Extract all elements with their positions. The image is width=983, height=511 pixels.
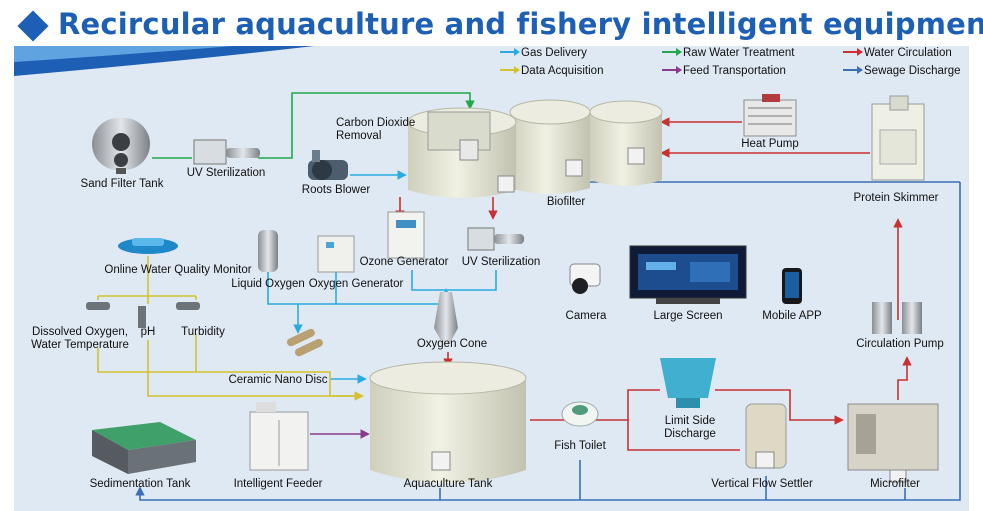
- aquaculture-tank-image: [369, 361, 527, 483]
- large-screen-image: [629, 245, 747, 304]
- label-uv-sterilization-1: UV Sterilization: [186, 167, 266, 179]
- label-sand-filter-tank: Sand Filter Tank: [80, 178, 164, 190]
- label-oxygen-generator: Oxygen Generator: [308, 278, 404, 290]
- sand-filter-tank-image: [92, 118, 150, 174]
- heat-pump-image: [743, 94, 797, 137]
- uv-sterilizer-2-image: [467, 227, 524, 251]
- legend-arrow-icon: [843, 66, 863, 74]
- roots-blower-image: [308, 150, 348, 180]
- label-fish-toilet: Fish Toilet: [554, 440, 606, 452]
- label-carbon-dioxide-removal: Carbon Dioxide Removal: [336, 117, 416, 142]
- label-roots-blower: Roots Blower: [301, 184, 371, 196]
- ceramic-nano-disc-image: [286, 328, 323, 357]
- legend-item-water-circulation: Water Circulation: [843, 47, 952, 60]
- legend-arrow-icon: [843, 48, 863, 56]
- legend-item-gas-delivery: Gas Delivery: [500, 47, 587, 60]
- label-biofilter: Biofilter: [546, 196, 586, 208]
- data-acquisition-lines: [97, 256, 364, 401]
- label-vertical-flow-settler: Vertical Flow Settler: [711, 478, 813, 490]
- fish-toilet-image: [561, 401, 599, 427]
- intelligent-feeder-image: [249, 402, 309, 471]
- label-liquid-oxygen: Liquid Oxygen: [231, 278, 305, 290]
- label-turbidity: Turbidity: [181, 326, 225, 338]
- legend-item-raw-water: Raw Water Treatment: [662, 47, 794, 60]
- label-limit-side-discharge: Limit Side Discharge: [664, 415, 716, 440]
- mobile-app-image: [782, 268, 802, 304]
- label-oxygen-cone: Oxygen Cone: [416, 338, 488, 350]
- legend-arrow-icon: [500, 66, 520, 74]
- microfilter-image: [847, 403, 939, 483]
- label-large-screen: Large Screen: [653, 310, 723, 322]
- label-camera: Camera: [565, 310, 607, 322]
- legend-item-feed-transportation: Feed Transportation: [662, 65, 786, 78]
- raw-water-lines: [152, 92, 475, 159]
- legend-arrow-icon: [500, 48, 520, 56]
- sensor-probes-image: [86, 302, 200, 328]
- label-mobile-app: Mobile APP: [762, 310, 822, 322]
- label-dissolved-oxygen: Dissolved Oxygen, Water Temperature: [31, 326, 129, 351]
- water-quality-monitor-image: [118, 238, 178, 254]
- protein-skimmer-image: [871, 95, 925, 181]
- label-uv-sterilization-2: UV Sterilization: [461, 256, 541, 268]
- uv-sterilizer-1-image: [193, 139, 260, 165]
- oxygen-cone-image: [434, 292, 458, 350]
- legend-item-sewage-discharge: Sewage Discharge: [843, 65, 961, 78]
- label-ozone-generator: Ozone Generator: [359, 256, 449, 268]
- label-protein-skimmer: Protein Skimmer: [853, 192, 939, 204]
- label-ph: pH: [140, 326, 156, 338]
- water-circulation-lines: [395, 117, 912, 451]
- legend-arrow-icon: [662, 48, 682, 56]
- oxygen-generator-image: [317, 235, 355, 273]
- ozone-generator-image: [387, 211, 425, 259]
- label-online-water-quality-monitor: Online Water Quality Monitor: [104, 264, 252, 276]
- label-heat-pump: Heat Pump: [741, 138, 799, 150]
- legend-arrow-icon: [662, 66, 682, 74]
- label-microfilter: Microfilter: [870, 478, 920, 490]
- title-text: Recircular aquaculture and fishery intel…: [58, 7, 983, 41]
- label-ceramic-nano-disc: Ceramic Nano Disc: [228, 374, 328, 386]
- legend-item-data-acquisition: Data Acquisition: [500, 65, 603, 78]
- limit-side-discharge-image: [660, 358, 716, 408]
- circulation-pump-image: [872, 302, 922, 334]
- vertical-flow-settler-image: [745, 403, 787, 469]
- page-title: Recircular aquaculture and fishery intel…: [17, 4, 983, 44]
- label-aquaculture-tank: Aquaculture Tank: [403, 478, 493, 490]
- camera-image: [569, 263, 601, 294]
- three-tanks-image: [407, 99, 663, 198]
- sedimentation-tank-image: [92, 422, 196, 474]
- header-swoosh: [14, 46, 314, 76]
- liquid-oxygen-image: [258, 230, 278, 272]
- label-intelligent-feeder: Intelligent Feeder: [233, 478, 323, 490]
- label-circulation-pump: Circulation Pump: [856, 338, 944, 350]
- label-sedimentation-tank: Sedimentation Tank: [89, 478, 191, 490]
